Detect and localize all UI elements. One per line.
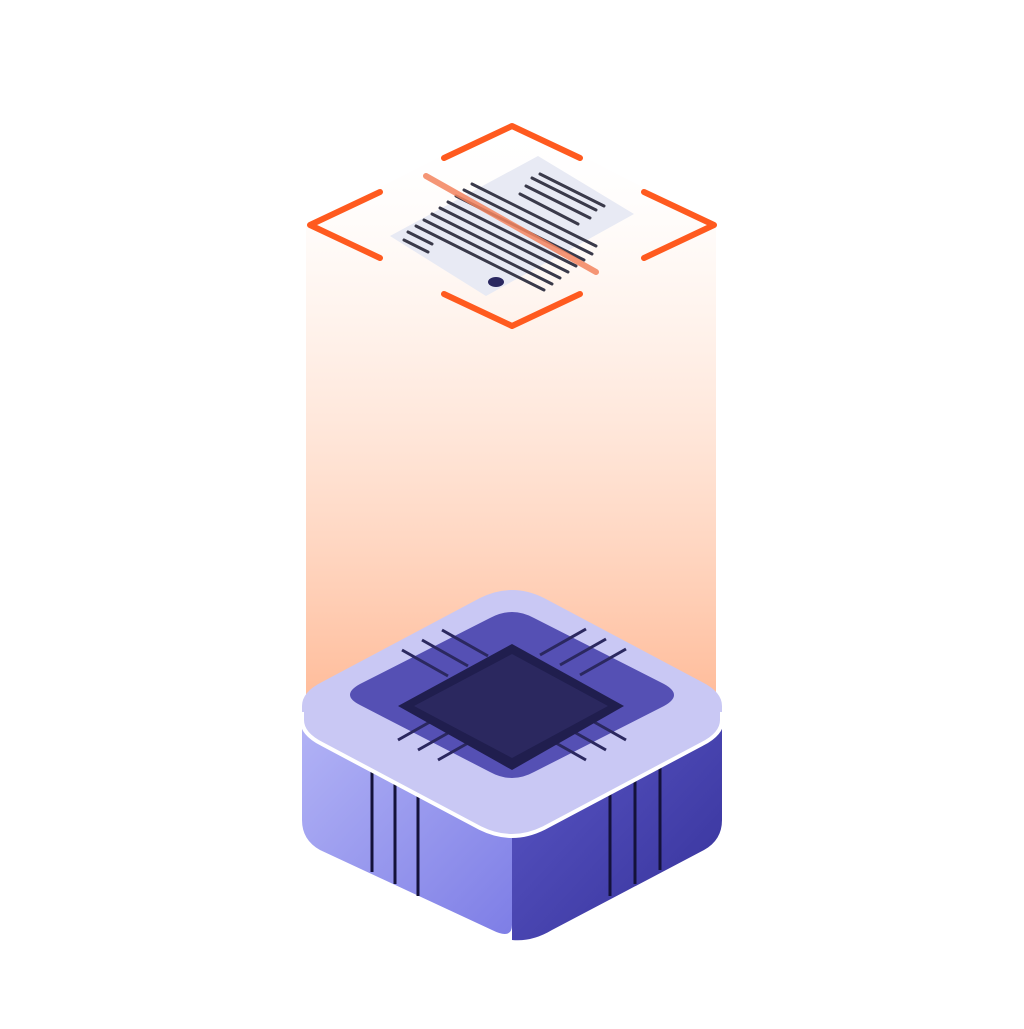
- chip-side-pins: [370, 760, 662, 896]
- bracket-left: [307, 189, 383, 261]
- chip-core: [414, 654, 608, 758]
- bracket-top: [441, 123, 583, 161]
- scan-line: [423, 173, 599, 275]
- chip-right-side: [512, 712, 722, 941]
- bracket-bottom: [441, 291, 583, 329]
- chip-rim-highlight: [300, 712, 724, 838]
- chip-left-side: [302, 712, 512, 934]
- document-stamp: [488, 277, 504, 287]
- scan-frame-brackets: [307, 123, 717, 329]
- scan-beam: [306, 120, 716, 720]
- bracket-right: [641, 189, 717, 261]
